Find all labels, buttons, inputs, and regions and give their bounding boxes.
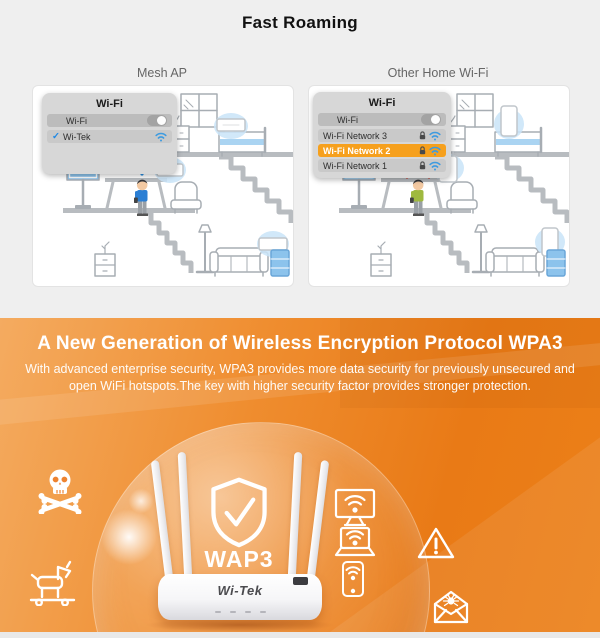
stairs-lower <box>143 210 194 273</box>
window <box>456 93 494 128</box>
infected-mail-icon <box>433 590 469 624</box>
wifi-icon <box>429 161 441 170</box>
bubble-glint <box>100 508 158 566</box>
window <box>180 93 218 128</box>
sofa <box>209 247 269 277</box>
floor-lamp <box>471 224 491 274</box>
table <box>105 178 167 210</box>
armchair <box>170 181 202 214</box>
mesh-ap-panel: Wi-Fi Wi-Fi ✓ Wi-Tek <box>32 85 294 287</box>
router-leds <box>158 610 322 613</box>
laptop-wifi-icon <box>334 526 376 557</box>
lock-icon <box>419 131 426 140</box>
shield-label: WAP3 <box>204 546 274 572</box>
wifi-network-item[interactable]: Wi-Fi Network 3 <box>318 129 446 142</box>
page-bottom-strip <box>0 632 600 638</box>
wifi-toggle-row: Wi-Fi <box>318 113 446 126</box>
wpa3-title: A New Generation of Wireless Encryption … <box>37 333 563 354</box>
router-shadow <box>144 618 336 632</box>
nightstand <box>94 241 116 277</box>
fast-roaming-section: Fast Roaming Mesh AP Other Home Wi-Fi <box>0 0 600 318</box>
lock-icon <box>419 161 426 170</box>
wifi-network-item-selected[interactable]: Wi-Fi Network 2 <box>318 144 446 157</box>
wifi-dialog: Wi-Fi Wi-Fi ✓ Wi-Tek <box>42 93 177 174</box>
router-body: Wi-Tek <box>158 574 322 620</box>
router-label-sticker <box>293 577 308 585</box>
bubble-glint <box>128 488 154 514</box>
mesh-ap-device-upper <box>214 113 248 139</box>
wifi-toggle[interactable] <box>421 114 441 125</box>
wifi-toggle[interactable] <box>147 115 167 126</box>
other-panel-title: Other Home Wi-Fi <box>387 66 489 80</box>
warning-triangle-icon <box>417 527 455 559</box>
wifi-toggle-label: Wi-Fi <box>66 115 87 126</box>
person <box>410 179 424 216</box>
wifi-network-item[interactable]: Wi-Fi Network 1 <box>318 159 446 172</box>
wifi-icon <box>429 131 441 140</box>
nightstand <box>370 241 392 277</box>
extender-device-lower <box>535 227 565 257</box>
stairs-lower <box>419 210 470 273</box>
side-cabinet <box>546 249 566 277</box>
router-antenna <box>150 459 174 581</box>
desktop-wifi-icon <box>334 488 376 527</box>
router-antenna <box>177 451 193 581</box>
wpa3-body: With advanced enterprise security, WPA3 … <box>25 362 575 393</box>
wifi-icon <box>155 132 167 141</box>
wifi-dialog: Wi-Fi Wi-Fi Wi-Fi Network 3 <box>313 92 451 178</box>
bug-icon <box>442 594 460 607</box>
wifi-icon <box>429 146 441 155</box>
router-antenna <box>287 451 303 581</box>
middle-floor <box>339 208 471 213</box>
wifi-dialog-title: Wi-Fi <box>96 98 123 110</box>
background-texture <box>340 318 600 408</box>
wpa3-section: A New Generation of Wireless Encryption … <box>0 318 600 632</box>
lock-icon <box>419 146 426 155</box>
trojan-horse-icon <box>29 560 76 606</box>
page-title: Fast Roaming <box>241 13 358 32</box>
stairs-right <box>495 154 569 223</box>
check-icon: ✓ <box>52 130 60 142</box>
phone-wifi-icon <box>342 561 364 597</box>
person <box>134 179 148 216</box>
router-brand-logo: Wi-Tek <box>217 583 263 598</box>
stairs-right <box>219 154 293 223</box>
table <box>381 178 443 210</box>
other-home-wifi-panel: Wi-Fi Wi-Fi Wi-Fi Network 3 <box>308 85 570 287</box>
network-label: Wi-Fi Network 2 <box>323 145 391 156</box>
sofa <box>485 247 545 277</box>
router-image: Wi-Tek <box>144 448 336 632</box>
side-cabinet <box>270 249 290 277</box>
extender-device-upper <box>494 105 524 139</box>
network-label: Wi-Fi Network 1 <box>323 160 388 171</box>
wifi-toggle-row: Wi-Fi <box>47 114 172 127</box>
router-antenna <box>306 459 330 581</box>
skull-crossbones-icon <box>38 469 82 514</box>
network-label: Wi-Tek <box>62 131 91 142</box>
wpa3-shield-icon <box>211 477 267 548</box>
floor-lamp <box>195 224 215 274</box>
network-label: Wi-Fi Network 3 <box>323 130 388 141</box>
wifi-toggle-label: Wi-Fi <box>337 114 358 125</box>
armchair <box>446 181 478 214</box>
wifi-dialog-title: Wi-Fi <box>368 97 396 109</box>
mesh-panel-title: Mesh AP <box>136 66 188 80</box>
middle-floor <box>63 208 195 213</box>
wifi-network-item[interactable]: ✓ Wi-Tek <box>47 130 172 143</box>
